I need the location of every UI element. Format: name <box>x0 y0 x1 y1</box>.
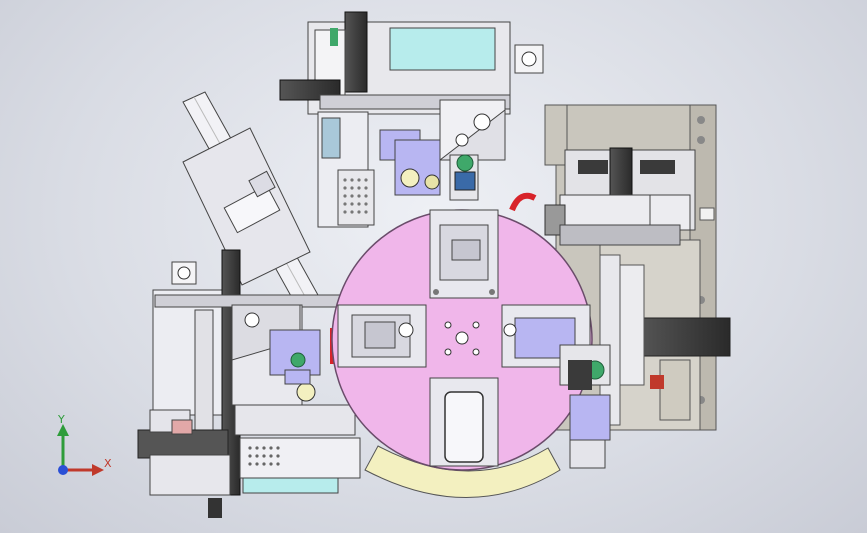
rotary-turntable[interactable] <box>331 209 593 471</box>
coordinate-triad: Y X <box>46 412 116 482</box>
y-axis-label: Y <box>58 413 65 426</box>
feed-tube <box>182 91 319 306</box>
left-station-module <box>137 249 361 518</box>
right-station-module <box>559 344 611 469</box>
x-axis-label: X <box>104 457 112 470</box>
right-top-actuator <box>544 147 715 246</box>
triad-axes <box>57 424 104 476</box>
top-feeder-module <box>279 11 544 228</box>
